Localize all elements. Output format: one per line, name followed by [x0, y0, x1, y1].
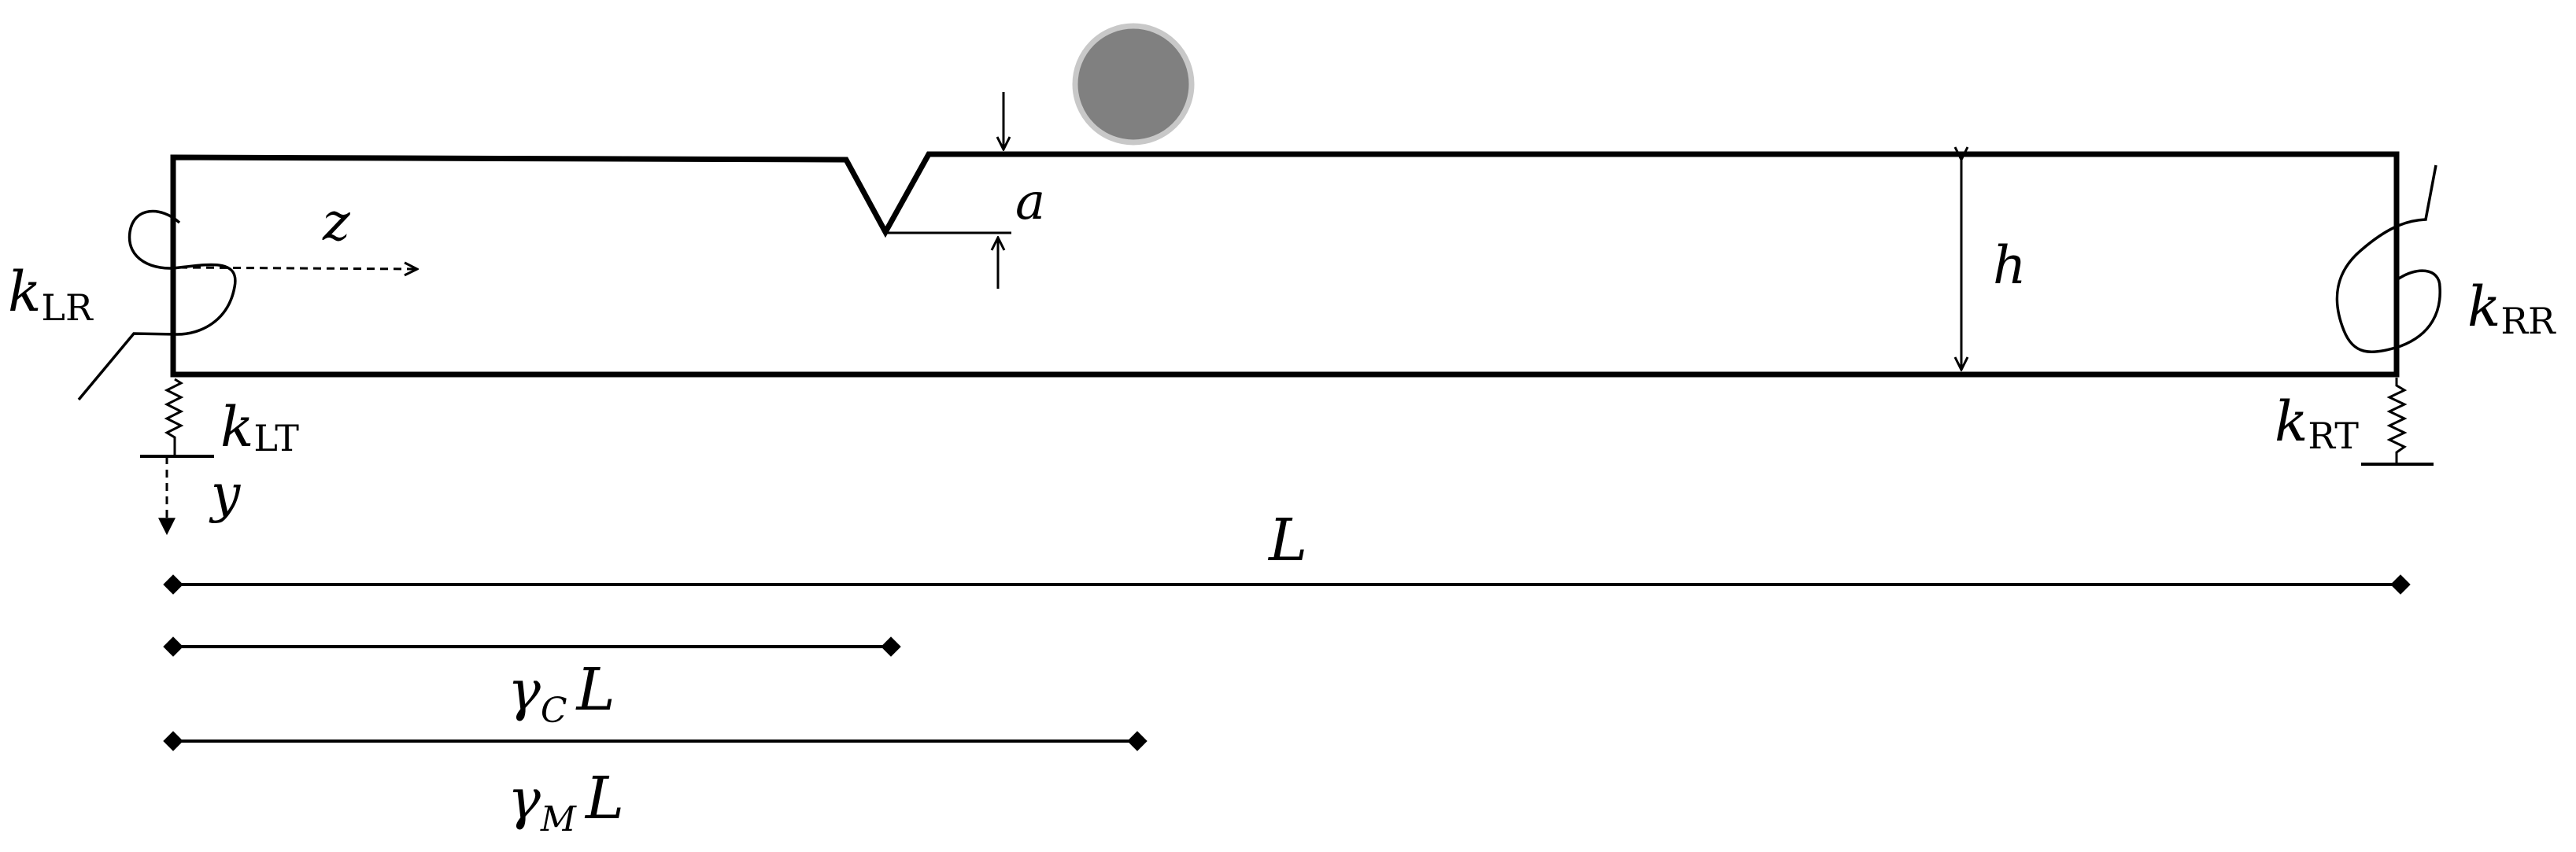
notch-depth-label: a: [1015, 173, 1045, 231]
height-label: h: [1993, 235, 2027, 296]
left-translational-spring: [164, 378, 184, 456]
length-dim-end-diamond: [2390, 574, 2411, 595]
left-rotational-spring: [77, 209, 237, 401]
krt-label: kRT: [2275, 389, 2359, 457]
mass-dim-end-diamond: [1127, 731, 1148, 751]
length-dim-start-diamond: [163, 574, 183, 595]
length-label: L: [1267, 507, 1307, 574]
z-axis: [179, 267, 417, 269]
y-axis-label: y: [209, 463, 241, 524]
right-rotational-spring: [2335, 164, 2441, 353]
klt-label: kLT: [220, 395, 299, 459]
right-translational-spring: [2386, 378, 2408, 464]
crack-dim-start-diamond: [163, 636, 183, 657]
mass-dim-start-diamond: [163, 731, 183, 751]
klr-label: kLR: [8, 260, 94, 329]
moving-mass: [1072, 23, 1195, 146]
crack-dim-end-diamond: [881, 636, 901, 657]
beam-outline: [170, 151, 2400, 378]
z-axis-label: z: [322, 192, 351, 253]
krr-label: kRR: [2467, 275, 2556, 342]
